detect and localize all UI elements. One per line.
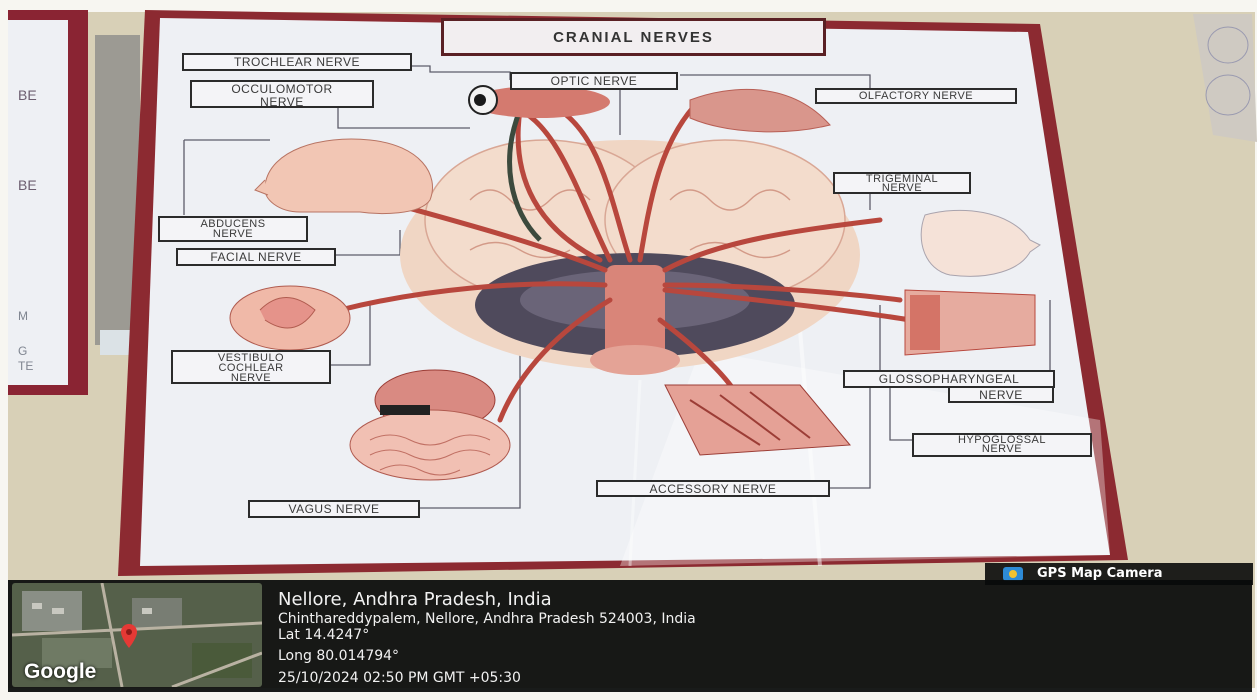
svg-text:BE: BE [18,87,37,103]
gps-latitude: Lat 14.4247° [278,627,369,643]
svg-text:BE: BE [18,177,37,193]
vagus-nerve-label: VAGUS NERVE [248,500,420,518]
accessory-nerve-label: ACCESSORY NERVE [596,480,830,497]
map-pin-icon [120,623,138,649]
throat-illustration [905,290,1035,355]
gps-app-name: GPS Map Camera [1037,566,1163,581]
svg-text:M: M [18,309,28,323]
vestibulo-cochlear-nerve-label: VESTIBULO COCHLEAR NERVE [171,350,331,384]
gps-address: Chinthareddypalem, Nellore, Andhra Prade… [278,611,696,627]
gps-place: Nellore, Andhra Pradesh, India [278,589,552,610]
svg-text:TE: TE [18,359,33,373]
poster-title: CRANIAL NERVES [441,18,826,56]
olfactory-nerve-label: OLFACTORY NERVE [815,88,1017,104]
ear-illustration [230,286,350,350]
gps-longitude: Long 80.014794° [278,648,399,664]
svg-text:G: G [18,344,27,358]
eye-illustration [469,86,610,118]
gps-datetime: 25/10/2024 02:50 PM GMT +05:30 [278,670,521,686]
trochlear-nerve-label: TROCHLEAR NERVE [182,53,412,71]
facial-nerve-label: FACIAL NERVE [176,248,336,266]
glossopharyngeal-nerve-label: NERVE [948,386,1054,403]
occulomotor-nerve-label: OCCULOMOTOR NERVE [190,80,374,108]
optic-nerve-label: OPTIC NERVE [510,72,678,90]
left-poster: BE BE M G TE [8,10,140,395]
trigeminal-nerve-label: TRIGEMINAL NERVE [833,172,971,194]
google-logo: Google [24,660,96,684]
hypoglossal-nerve-label: HYPOGLOSSAL NERVE [912,433,1092,457]
abducens-nerve-label: ABDUCENS NERVE [158,216,308,242]
